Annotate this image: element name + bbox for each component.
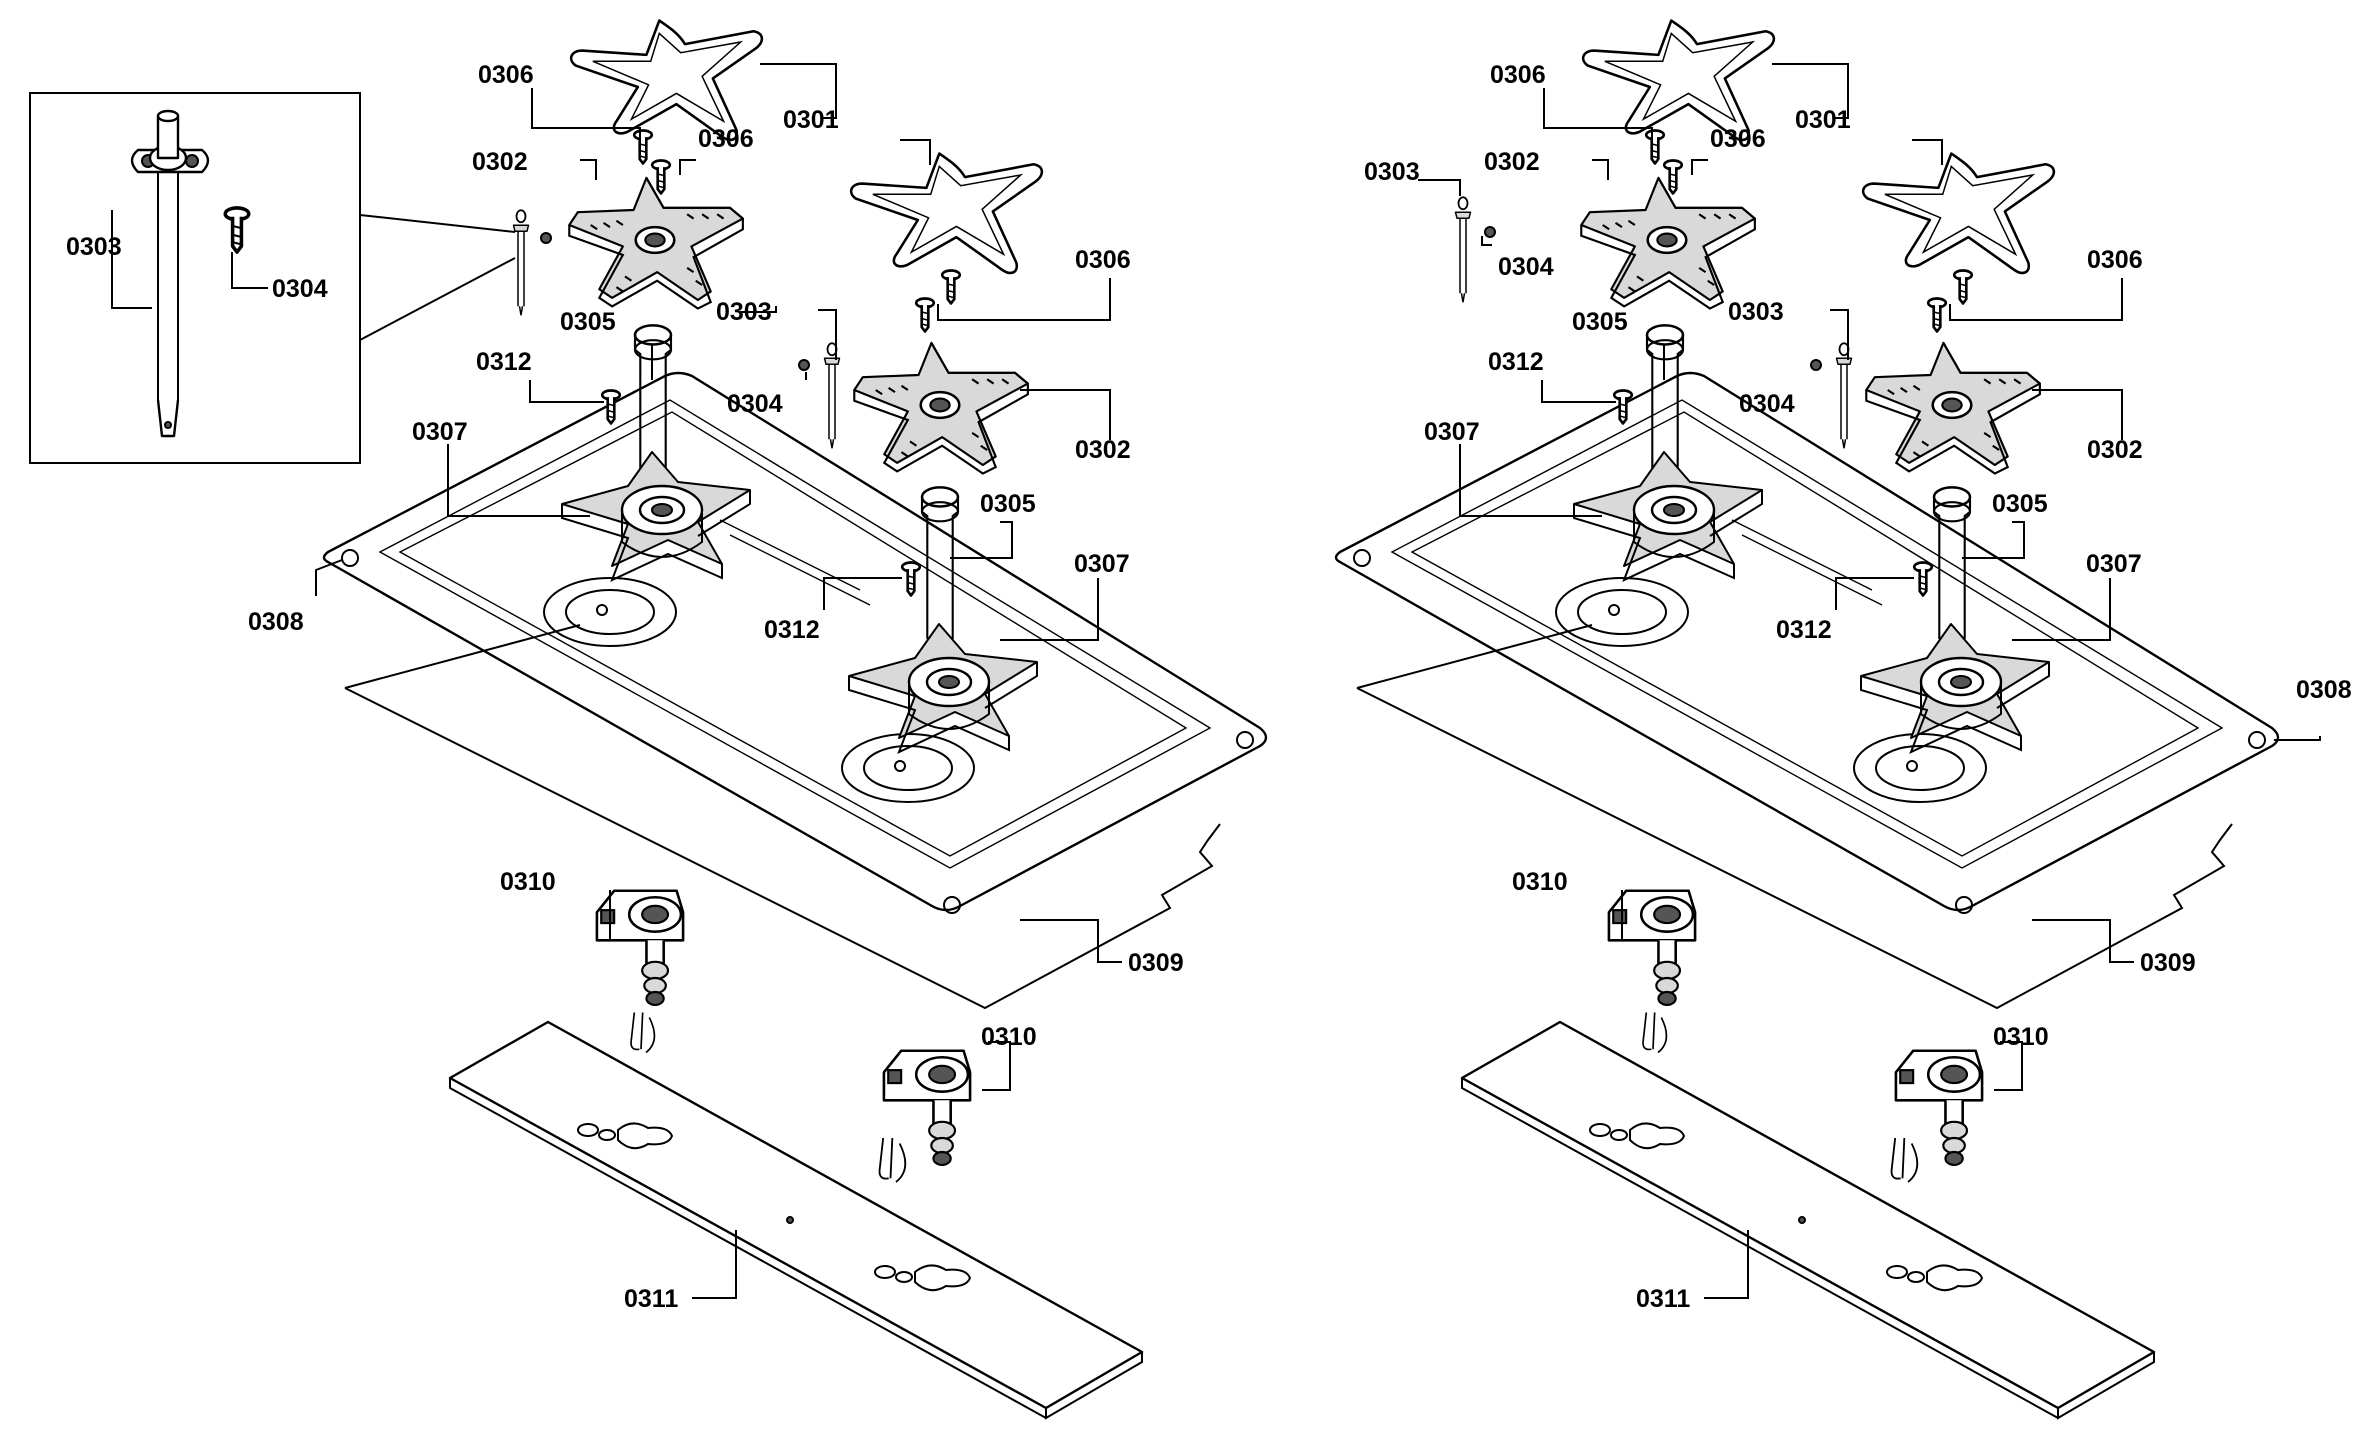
- left-top-grid-illustration: [569, 19, 764, 142]
- label-0310-a: 0310: [1512, 868, 1568, 896]
- right-electrode-a: [1454, 196, 1472, 304]
- right-electrode-b: [1835, 342, 1853, 450]
- label-0305-b: 0305: [980, 490, 1036, 518]
- label-0302-b: 0302: [1075, 436, 1131, 464]
- left-burner-cap-a-illustration: [567, 176, 745, 310]
- label-0312-a: 0312: [476, 348, 532, 376]
- label-0311: 0311: [624, 1285, 678, 1313]
- right-valve-b: [1894, 1049, 1984, 1167]
- label-0307-b: 0307: [1074, 550, 1130, 578]
- inset-electrode-illustration: [130, 109, 210, 438]
- right-burner-cap-b-illustration: [1864, 341, 2042, 475]
- label-0301: 0301: [1795, 106, 1851, 134]
- right-labels: 0301 0306 0306 0302 0303 0304 0306 0305 …: [1364, 61, 2352, 1313]
- label-0302-a: 0302: [1484, 148, 1540, 176]
- left-clip-a: [630, 1011, 656, 1054]
- label-0304-a: 0304: [727, 390, 783, 418]
- label-0301: 0301: [783, 106, 839, 134]
- label-0309: 0309: [2140, 949, 2196, 977]
- left-electrode-b: [823, 342, 841, 450]
- label-0304-b: 0304: [1739, 390, 1795, 418]
- label-0303-b: 0303: [1728, 298, 1784, 326]
- inset-screw-illustration: [223, 206, 251, 254]
- label-0312-b: 0312: [764, 616, 820, 644]
- label-0303-a: 0303: [1364, 158, 1420, 186]
- left-electrode-a: [512, 209, 530, 317]
- left-second-grid-illustration: [849, 152, 1044, 275]
- right-burner-cap-a-illustration: [1579, 176, 1757, 310]
- right-bracket-illustration: [1460, 1020, 2156, 1420]
- label-0308: 0308: [2296, 676, 2352, 704]
- label-0305-a: 0305: [560, 308, 616, 336]
- left-screw-a: [632, 129, 654, 165]
- left-labels: 0301 0306 0306 0302 0306 0305 0303 0312 …: [248, 61, 1184, 1313]
- label-0305-a: 0305: [1572, 308, 1628, 336]
- left-tray-illustration: [322, 371, 1268, 914]
- left-gasket-illustration: [344, 624, 1221, 1010]
- left-screw-c: [914, 297, 936, 333]
- label-0306-b: 0306: [1710, 125, 1766, 153]
- label-0307-b: 0307: [2086, 550, 2142, 578]
- label-0310-b: 0310: [1993, 1023, 2049, 1051]
- label-inset-0304: 0304: [272, 275, 328, 303]
- label-0303-a: 0303: [716, 298, 772, 326]
- right-second-grid-illustration: [1861, 152, 2056, 275]
- right-top-grid-illustration: [1581, 19, 1776, 142]
- left-screw-d: [940, 269, 962, 305]
- left-valve-b: [882, 1049, 972, 1167]
- right-leader-lines: [1418, 63, 2321, 1299]
- label-0306-b: 0306: [698, 125, 754, 153]
- right-screw-b: [1662, 159, 1684, 195]
- left-assembly: 0303 0304: [29, 19, 1268, 1420]
- label-0312-a: 0312: [1488, 348, 1544, 376]
- label-0302-a: 0302: [472, 148, 528, 176]
- right-screw-c: [1926, 297, 1948, 333]
- right-gasket-illustration: [1356, 624, 2233, 1010]
- label-0302-b: 0302: [2087, 436, 2143, 464]
- right-assembly: 0301 0306 0306 0302 0303 0304 0306 0305 …: [1334, 19, 2352, 1420]
- left-screw-b: [650, 159, 672, 195]
- label-0306-c: 0306: [1075, 246, 1131, 274]
- label-0310-b: 0310: [981, 1023, 1037, 1051]
- inset-detail: 0303 0304: [29, 92, 516, 464]
- left-burner-cap-b-illustration: [852, 341, 1030, 475]
- left-leader-lines: [315, 63, 1122, 1299]
- right-clip-b: [1890, 1137, 1919, 1183]
- label-inset-0303: 0303: [66, 233, 122, 261]
- right-clip-a: [1642, 1011, 1668, 1054]
- label-0307-a: 0307: [412, 418, 468, 446]
- label-0305-b: 0305: [1992, 490, 2048, 518]
- label-0311: 0311: [1636, 1285, 1690, 1313]
- label-0312-b: 0312: [1776, 616, 1832, 644]
- right-tray-illustration: [1334, 371, 2280, 914]
- left-clip-b: [878, 1137, 907, 1183]
- left-bracket-illustration: [448, 1020, 1144, 1420]
- label-0308: 0308: [248, 608, 304, 636]
- label-0306-a: 0306: [1490, 61, 1546, 89]
- label-0310-a: 0310: [500, 868, 556, 896]
- label-0307-a: 0307: [1424, 418, 1480, 446]
- label-0306-a: 0306: [478, 61, 534, 89]
- right-screw-a: [1644, 129, 1666, 165]
- label-0304-a: 0304: [1498, 253, 1554, 281]
- right-screw-d: [1952, 269, 1974, 305]
- label-0309: 0309: [1128, 949, 1184, 977]
- label-0306-c: 0306: [2087, 246, 2143, 274]
